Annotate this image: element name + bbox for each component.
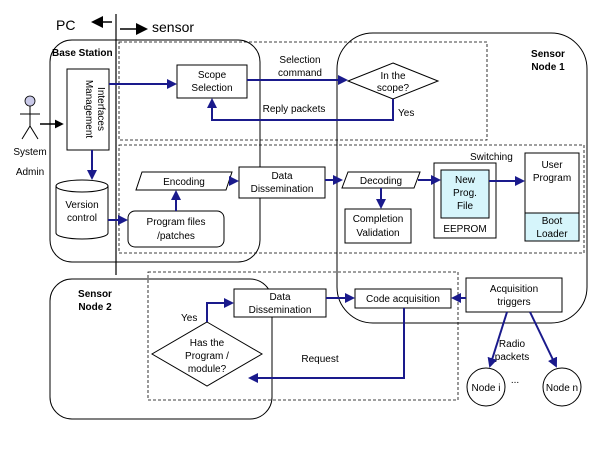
sensor-label: sensor bbox=[152, 19, 194, 35]
scope-label-1: Scope bbox=[198, 70, 227, 81]
sensor-node2-region bbox=[49, 278, 273, 420]
dissem2-label-2: Dissemination bbox=[249, 305, 312, 316]
in-scope-label-2: scope? bbox=[377, 83, 410, 94]
node2-dashed-group bbox=[147, 271, 459, 401]
selection-command-label-2: command bbox=[278, 68, 322, 79]
switching-label: Switching bbox=[470, 152, 513, 163]
user-program-label-2: Program bbox=[533, 173, 571, 184]
node-i-circle bbox=[466, 367, 506, 407]
version-label-2: control bbox=[67, 213, 97, 224]
new-prog-label-1: New bbox=[455, 175, 476, 186]
has-program-label-3: module? bbox=[188, 364, 227, 375]
new-prog-label-3: File bbox=[457, 201, 474, 212]
dissem1-label-2: Dissemination bbox=[251, 184, 314, 195]
completion-label-1: Completion bbox=[353, 214, 404, 225]
base-station-region bbox=[49, 39, 261, 263]
dissem2-label-1: Data bbox=[269, 292, 291, 303]
system-admin-icon bbox=[20, 95, 40, 140]
mgmt-label-2: Interfaces bbox=[95, 87, 106, 131]
program-files-label-2: /patches bbox=[157, 231, 195, 242]
acq-triggers-label-1: Acquisition bbox=[490, 284, 538, 295]
new-prog-label-2: Prog. bbox=[453, 188, 477, 199]
management-interfaces-box bbox=[66, 68, 110, 151]
nodes-ellipsis: ... bbox=[511, 375, 519, 386]
left-arrow-icon bbox=[91, 16, 103, 28]
has-program-label-2: Program / bbox=[185, 351, 229, 362]
node-n-label: Node n bbox=[546, 383, 578, 394]
has-program-label-1: Has the bbox=[190, 338, 225, 349]
boot-loader-box bbox=[524, 212, 580, 242]
decoding-label: Decoding bbox=[360, 176, 402, 187]
version-control-database bbox=[55, 179, 109, 240]
acq-triggers-label-2: triggers bbox=[497, 297, 530, 308]
yes-label-1: Yes bbox=[398, 108, 414, 119]
completion-validation-box bbox=[344, 208, 412, 244]
has-program-decision bbox=[151, 321, 263, 387]
encoding-box bbox=[135, 171, 233, 191]
selection-dashed-group bbox=[118, 41, 488, 141]
node-n-circle bbox=[542, 367, 582, 407]
eeprom-label: EEPROM bbox=[443, 224, 486, 235]
new-prog-file-box bbox=[440, 169, 490, 219]
sensor-node1-title-2: Node 1 bbox=[531, 62, 565, 73]
reply-packets-label: Reply packets bbox=[263, 104, 326, 115]
boot-loader-label-1: Boot bbox=[542, 216, 563, 227]
encoding-label: Encoding bbox=[163, 177, 205, 188]
right-arrow-icon bbox=[136, 23, 148, 35]
scope-label-2: Selection bbox=[191, 83, 232, 94]
scope-selection-box bbox=[176, 64, 248, 99]
dissemination-dashed-group bbox=[118, 144, 585, 254]
radio-packets-label-2: packets bbox=[495, 352, 529, 363]
actor-label-2: Admin bbox=[16, 167, 44, 178]
pc-label: PC bbox=[56, 17, 75, 33]
node-i-label: Node i bbox=[472, 383, 501, 394]
actor-label-1: System bbox=[13, 147, 46, 158]
radio-packets-label-1: Radio bbox=[499, 339, 526, 350]
yes-label-2: Yes bbox=[181, 313, 197, 324]
request-label: Request bbox=[301, 354, 338, 365]
data-dissemination-1-box bbox=[238, 166, 326, 199]
boot-loader-label-2: Loader bbox=[536, 229, 568, 240]
flow-arrows bbox=[87, 75, 558, 383]
dissem1-label-1: Data bbox=[271, 171, 293, 182]
mgmt-label-1: Management bbox=[83, 80, 94, 139]
program-files-label-1: Program files bbox=[147, 217, 206, 228]
sensor-node2-title-1: Sensor bbox=[78, 289, 112, 300]
decoding-box bbox=[341, 171, 421, 189]
acquisition-triggers-box bbox=[465, 277, 563, 313]
completion-label-2: Validation bbox=[356, 228, 399, 239]
version-label-1: Version bbox=[65, 200, 98, 211]
selection-command-label-1: Selection bbox=[279, 55, 320, 66]
user-program-label-1: User bbox=[541, 160, 563, 171]
in-scope-label-1: In the bbox=[380, 71, 405, 82]
code-acq-label: Code acquisition bbox=[366, 294, 440, 305]
sensor-node2-title-2: Node 2 bbox=[78, 302, 112, 313]
data-dissemination-2-box bbox=[233, 288, 327, 318]
base-station-title: Base Station bbox=[52, 48, 113, 59]
sensor-node1-title-1: Sensor bbox=[531, 49, 565, 60]
